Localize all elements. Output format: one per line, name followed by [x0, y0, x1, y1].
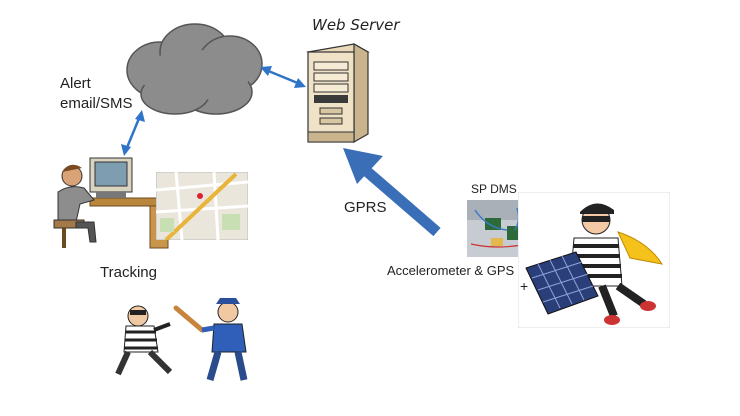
alert-label-line2: email/SMS [60, 95, 133, 112]
police-chasing-thief-icon [115, 298, 248, 381]
accelerometer-gps-label: Accelerometer & GPS [387, 263, 515, 278]
map-icon [156, 172, 248, 240]
alert-arrow [121, 110, 145, 156]
sp-dms-label: SP DMS [471, 182, 517, 196]
gprs-label: GPRS [344, 199, 387, 216]
tracking-label: Tracking [100, 264, 157, 281]
alert-label-line1: Alert [60, 75, 91, 92]
web-server-label: Web Server [312, 16, 400, 34]
thief-with-panel-icon [518, 192, 670, 328]
gprs-arrow [343, 148, 441, 237]
cloud-server-arrow [260, 66, 306, 88]
server-tower-icon [306, 42, 370, 144]
plus-sign: + [520, 278, 529, 294]
cloud-icon [126, 23, 263, 115]
alert-label: Alert email/SMS [60, 74, 133, 114]
computer-operator-icon [53, 157, 170, 249]
